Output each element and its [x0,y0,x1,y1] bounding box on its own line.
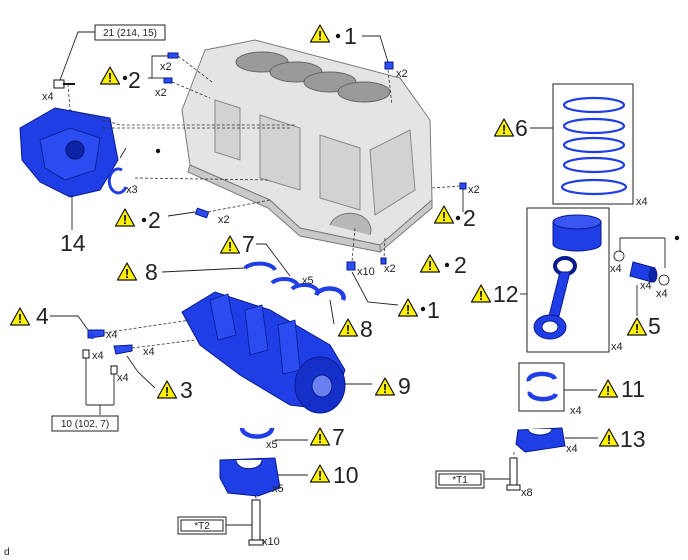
caution-triangle-icon [99,66,121,86]
caution-triangle-icon [116,262,138,282]
qty-7a: x5 [302,275,314,287]
piston-pin [629,261,658,283]
part-14-cover [19,107,119,198]
qty-6: x4 [636,196,648,208]
tool-t1: *T1 [435,470,485,489]
qty-10: x5 [272,483,284,495]
qty-13: x4 [566,443,578,455]
qty-5: x4 [610,263,622,275]
label-4: 4 [36,303,49,329]
crankshaft [181,291,346,414]
piston-rings [560,96,628,196]
qty-bolt-t1: x8 [521,487,533,499]
svg-text:10 (102, 7): 10 (102, 7) [61,419,109,430]
label-7b: 7 [332,424,345,450]
piston-rod-frame [526,207,610,353]
caution-triangle-icon [470,284,492,304]
label-13: 13 [620,426,646,452]
qty-5b: x4 [640,280,652,292]
label-9: 9 [398,373,411,399]
rod-bearings [526,371,559,402]
label-8b: 8 [360,316,373,342]
label-5: 5 [648,313,661,339]
caution-triangle-icon [397,298,419,318]
oil-jet-upper [87,329,105,339]
caution-triangle-icon [309,24,331,44]
caution-triangle-icon [9,307,31,327]
qty-bolt-t2: x10 [262,536,280,548]
label-2c: 2 [148,207,161,233]
caution-triangle-icon [309,427,331,447]
label-1b: 1 [427,297,440,323]
caution-triangle-icon [114,208,136,228]
oil-jet-lower [113,344,133,355]
caution-triangle-icon [493,118,515,138]
label-8a: 8 [145,259,158,285]
caution-triangle-icon [433,205,455,225]
torque-spec-14: 21 (214, 15) [59,24,166,81]
qty-2a-top: x2 [160,61,172,73]
label-7a: 7 [242,231,255,257]
qty-2d: x2 [384,263,396,275]
connecting-rod [533,256,577,340]
label-2d: 2 [454,252,467,278]
bolt-t1 [506,457,521,491]
tool-t2: *T2 [177,516,227,535]
bolt-t2 [248,499,264,546]
qty-2b: x2 [468,184,480,196]
main-bearing-cap [219,457,281,497]
cylinder-block [181,39,433,254]
qty-14-ring: x3 [126,184,138,196]
corner-letter: d [4,547,10,558]
rod-bearing-frame [518,362,565,412]
qty-2c: x2 [218,214,230,226]
label-6: 6 [515,115,528,141]
caution-triangle-icon [598,428,620,448]
caution-triangle-icon [219,235,241,255]
qty-1b: x10 [357,266,375,278]
label-3: 3 [180,377,193,403]
o-ring-14 [107,167,128,195]
caution-triangle-icon [374,377,396,397]
caution-triangle-icon [337,318,359,338]
label-11: 11 [621,376,645,402]
svg-text:21 (214, 15): 21 (214, 15) [103,28,157,39]
qty-5c: x4 [656,288,668,300]
caution-triangle-icon [597,379,619,399]
qty-12: x4 [611,341,623,353]
rings-frame [552,83,634,205]
qty-1a: x2 [396,68,408,80]
label-10: 10 [333,462,359,488]
torque-spec-3: 10 (102, 7) [51,415,119,432]
piston [552,214,602,252]
label-1a: 1 [344,23,357,49]
rod-cap [515,427,566,453]
qty-2a-bottom: x2 [155,87,167,99]
qty-4c: x4 [117,372,129,384]
qty-4: x4 [106,329,118,341]
caution-triangle-icon [309,464,331,484]
label-2b: 2 [463,205,476,231]
caution-triangle-icon [626,317,648,337]
label-12: 12 [493,281,519,307]
label-2a: 2 [128,67,141,93]
caution-triangle-icon [419,254,441,274]
label-14: 14 [60,230,86,256]
qty-3: x4 [143,346,155,358]
qty-4b: x4 [92,350,104,362]
bolt-14 [53,79,75,89]
svg-text:*T2: *T2 [194,521,210,532]
svg-text:*T1: *T1 [452,475,468,486]
qty-14-bolt: x4 [42,91,54,103]
qty-7b: x5 [266,439,278,451]
caution-triangle-icon [156,380,178,400]
qty-11: x4 [570,405,582,417]
